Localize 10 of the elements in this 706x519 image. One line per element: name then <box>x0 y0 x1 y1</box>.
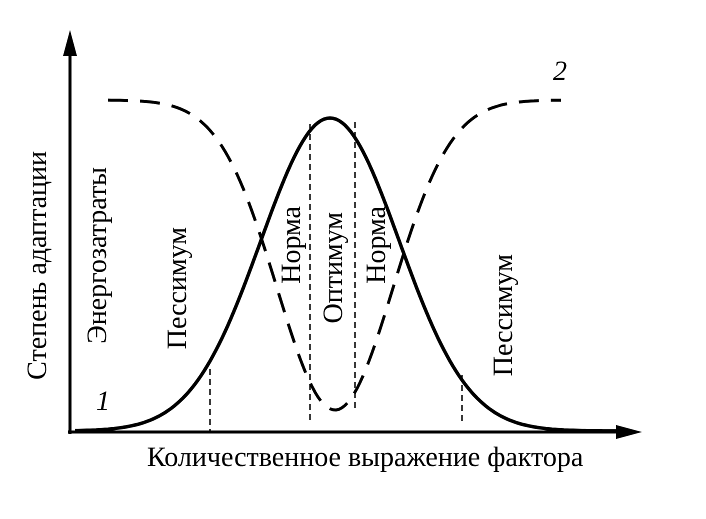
x-axis-label: Количественное выражение фактора <box>147 444 584 472</box>
curve-number: 1 <box>96 388 110 416</box>
y-axis-label: Степень адаптации <box>24 150 52 380</box>
zone-label: Норма <box>278 206 306 284</box>
zone-label: Пессимум <box>164 227 192 350</box>
curve-label: Энергозатраты <box>84 166 112 344</box>
curve-number: 2 <box>553 58 567 86</box>
zone-label: Норма <box>363 206 391 284</box>
zone-label: Оптимум <box>320 212 348 324</box>
zone-label: Пессимум <box>490 254 518 376</box>
